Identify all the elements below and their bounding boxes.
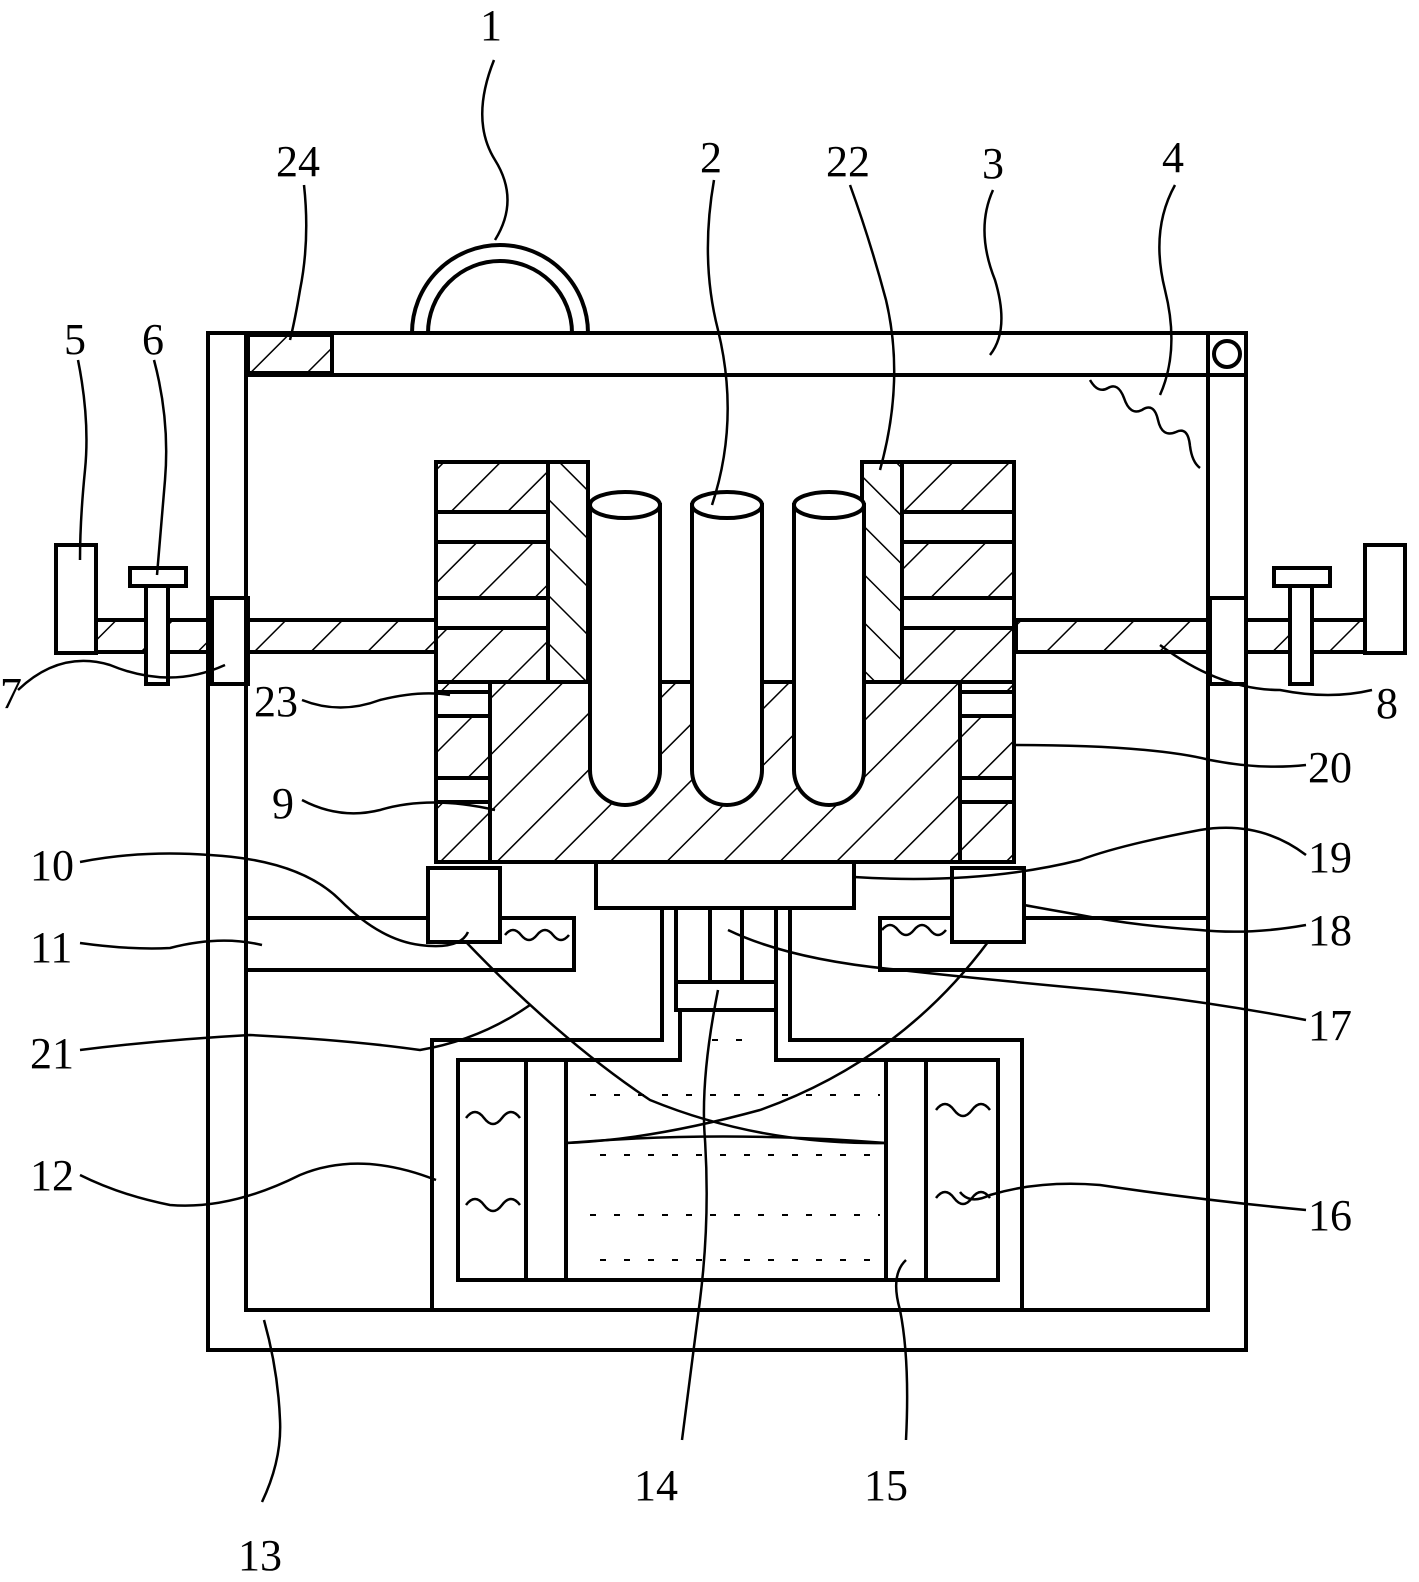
left-slider (426, 866, 502, 944)
leader-lines (17, 59, 1373, 1503)
label-15: 15 (864, 1461, 908, 1510)
hinge-pin (1212, 339, 1242, 369)
test-tubes (588, 490, 866, 807)
label-16: 16 (1308, 1191, 1352, 1240)
label-19: 19 (1308, 833, 1352, 882)
label-13: 13 (238, 1531, 282, 1580)
label-5: 5 (64, 315, 86, 364)
label-10: 10 (30, 841, 74, 890)
left-string (465, 941, 887, 1145)
bottom-plate (594, 860, 856, 910)
left-inner-bar (246, 618, 438, 654)
left-holder-block (434, 460, 590, 864)
label-11: 11 (30, 923, 72, 972)
label-2: 2 (700, 133, 722, 182)
label-4: 4 (1162, 133, 1184, 182)
spring-4 (1088, 379, 1201, 469)
label-21: 21 (30, 1029, 74, 1078)
right-clamp-assembly (1208, 543, 1407, 686)
left-clamp-assembly (54, 543, 250, 686)
label-12: 12 (30, 1151, 74, 1200)
right-slider (950, 866, 1026, 944)
label-9: 9 (272, 779, 294, 828)
label-20: 20 (1308, 743, 1352, 792)
shelves (246, 916, 1208, 972)
label-1: 1 (480, 1, 502, 50)
shaft-assembly (430, 906, 1024, 1310)
label-14: 14 (634, 1461, 678, 1510)
label-17: 17 (1308, 1001, 1352, 1050)
label-24: 24 (276, 137, 320, 186)
water-tank (465, 1039, 991, 1282)
label-23: 23 (254, 677, 298, 726)
label-8: 8 (1376, 679, 1398, 728)
label-3: 3 (982, 139, 1004, 188)
right-string (565, 941, 990, 1145)
label-22: 22 (826, 137, 870, 186)
label-6: 6 (142, 315, 164, 364)
handle (410, 243, 590, 334)
label-7: 7 (0, 669, 22, 718)
label-18: 18 (1308, 906, 1352, 955)
right-inner-bar (1014, 618, 1210, 654)
top-lid (244, 331, 1246, 377)
